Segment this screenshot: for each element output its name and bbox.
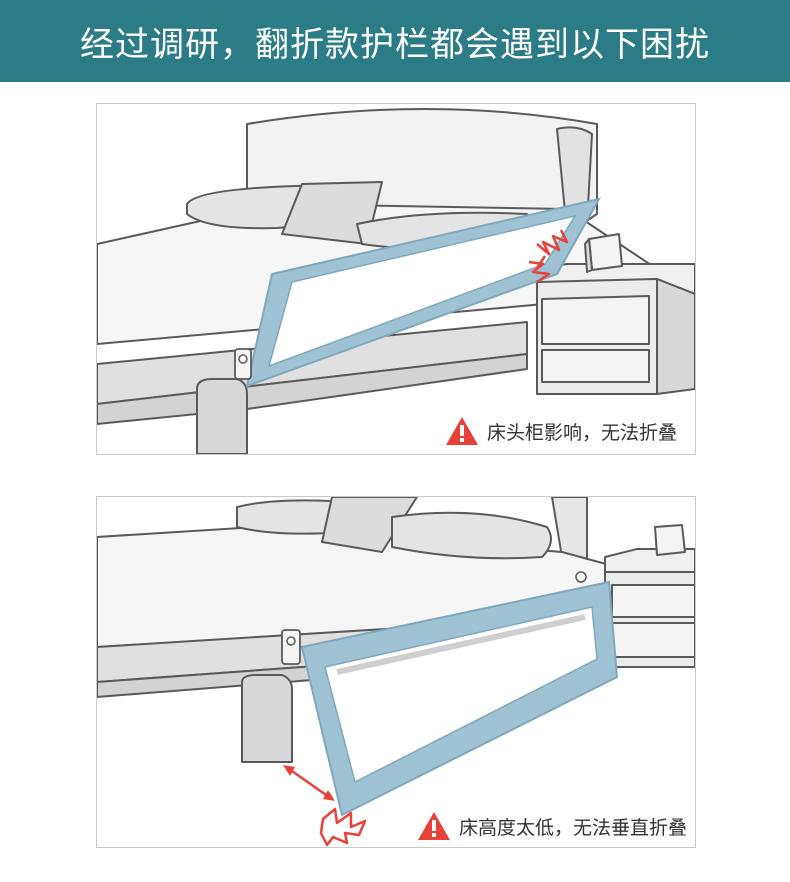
illustration-panel-low-bed: 床高度太低，无法垂直折叠 <box>96 496 696 848</box>
caption-text: 床高度太低，无法垂直折叠 <box>458 816 687 839</box>
bed-rail <box>281 571 619 817</box>
bed-nightstand-illustration <box>97 108 695 454</box>
warning-icon <box>445 417 478 445</box>
collision-burst-icon <box>319 807 367 847</box>
bed-rail <box>234 197 601 388</box>
collision-burst-icon <box>528 229 569 284</box>
caption-text: 床头柜影响，无法折叠 <box>486 421 677 444</box>
low-bed-illustration <box>97 497 695 847</box>
gap-arrow-icon <box>283 765 335 801</box>
warning-icon <box>417 812 450 840</box>
header-banner: 经过调研，翻折款护栏都会遇到以下困扰 <box>0 0 790 82</box>
caption-low-bed: 床高度太低，无法垂直折叠 <box>416 811 687 841</box>
illustration-panel-nightstand: 床头柜影响，无法折叠 <box>96 103 696 455</box>
caption-nightstand: 床头柜影响，无法折叠 <box>444 416 677 446</box>
page-title: 经过调研，翻折款护栏都会遇到以下困扰 <box>80 24 710 65</box>
